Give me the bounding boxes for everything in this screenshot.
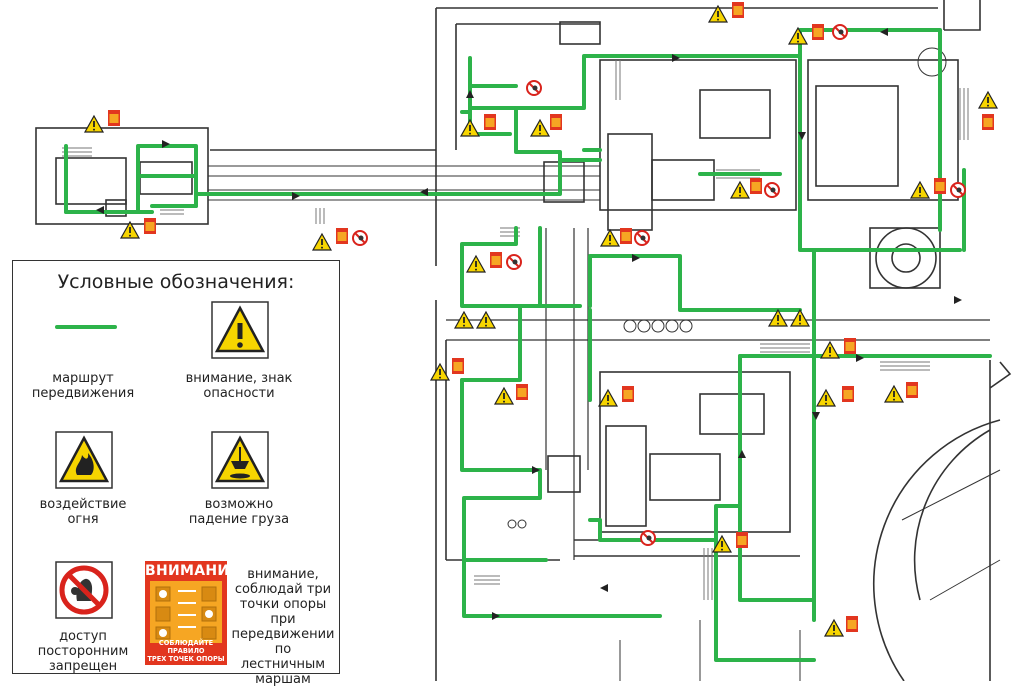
fire-hazard-icon	[55, 431, 113, 489]
legend-label-warning: внимание, знак опасности	[185, 371, 293, 401]
legend-title: Условные обозначения:	[57, 271, 295, 293]
badge-footer-2: ТРЕХ ТОЧЕК ОПОРЫ	[147, 655, 225, 663]
map-legend: Условные обозначения: маршрут передвижен…	[12, 260, 340, 687]
route-line-symbol	[55, 325, 117, 329]
legend-label-falling-load: возможно падение груза	[188, 497, 290, 527]
legend-label-route: маршрут передвижения	[31, 371, 135, 401]
no-entry-icon	[55, 561, 113, 619]
warning-sign-icon	[211, 301, 269, 359]
falling-load-icon	[211, 431, 269, 489]
three-points-badge: ВНИМАНИЕ СОБЛЮДАЙТЕ ПРАВИЛО ТРЕХ ТОЧЕК О…	[145, 561, 240, 665]
badge-heading: ВНИМАНИЕ	[145, 563, 240, 579]
badge-footer-1: СОБЛЮДАЙТЕ ПРАВИЛО	[158, 639, 214, 655]
legend-label-no-entry: доступ посторонним запрещен	[37, 629, 129, 674]
legend-label-three-points: внимание, соблюдай три точки опоры при п…	[231, 567, 335, 687]
legend-label-fire: воздействие огня	[39, 497, 127, 527]
three-points-illustration	[150, 581, 222, 643]
